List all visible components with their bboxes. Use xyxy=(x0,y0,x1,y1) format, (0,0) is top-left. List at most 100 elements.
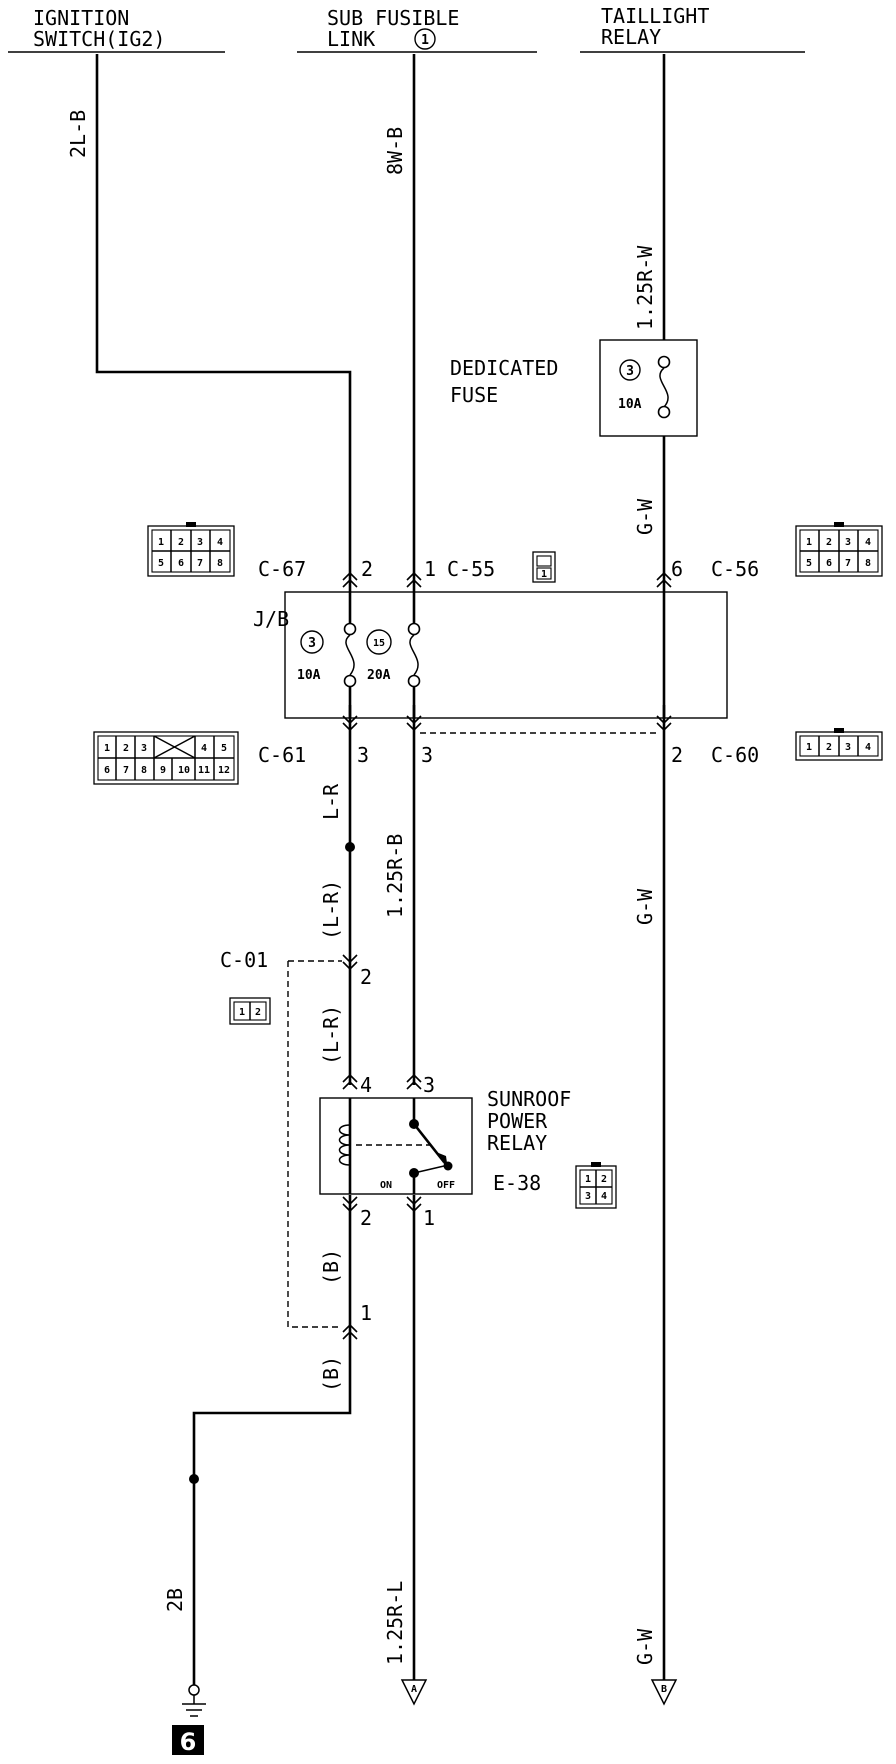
c56-pin: 6 xyxy=(671,557,683,581)
svg-text:3: 3 xyxy=(141,743,147,754)
svg-text:8: 8 xyxy=(865,558,871,569)
c01-pin-bottom: 1 xyxy=(360,1301,372,1325)
wire-label-lr: L-R xyxy=(319,783,343,820)
svg-text:7: 7 xyxy=(123,765,129,776)
c55-name: C-55 xyxy=(447,557,495,581)
c55-pin: 1 xyxy=(424,557,436,581)
relay-pin-bl: 2 xyxy=(360,1206,372,1230)
c67-name: C-67 xyxy=(258,557,306,581)
svg-text:2: 2 xyxy=(601,1174,607,1185)
svg-text:8: 8 xyxy=(217,558,223,569)
svg-text:6: 6 xyxy=(104,765,110,776)
jb-fuse-a-number: 3 xyxy=(308,636,316,651)
relay-pin-tr: 3 xyxy=(423,1073,435,1097)
ignition-label-2: SWITCH(IG2) xyxy=(33,27,165,51)
wire-label-8wb: 8W-B xyxy=(383,127,407,175)
wire-relay-ground xyxy=(192,1195,352,1685)
c01-name: C-01 xyxy=(220,948,268,972)
svg-text:2: 2 xyxy=(123,743,129,754)
ignition-label-1: IGNITION xyxy=(33,6,129,30)
svg-text:5: 5 xyxy=(158,558,164,569)
svg-text:9: 9 xyxy=(160,765,166,776)
svg-text:1: 1 xyxy=(585,1174,591,1185)
relay-off-label: OFF xyxy=(437,1180,455,1191)
wire-label-gw-top: G-W xyxy=(633,498,657,535)
svg-text:1: 1 xyxy=(239,1007,245,1018)
svg-text:2: 2 xyxy=(826,742,832,753)
svg-text:11: 11 xyxy=(198,765,210,776)
jb-fuse-a-amp: 10A xyxy=(297,668,321,683)
wire-label-2b: 2B xyxy=(163,1588,187,1612)
svg-text:5: 5 xyxy=(221,743,227,754)
e38-name: E-38 xyxy=(493,1171,541,1195)
c60-pin: 2 xyxy=(671,743,683,767)
wire-label-b-2: (B) xyxy=(319,1356,343,1392)
splice-dot-1 xyxy=(345,842,355,852)
wire-label-lr-paren-2: (L-R) xyxy=(319,1005,343,1065)
relay-on-label: ON xyxy=(380,1180,392,1191)
svg-text:4: 4 xyxy=(601,1191,607,1202)
svg-text:7: 7 xyxy=(197,558,203,569)
dedicated-fuse-label-2: FUSE xyxy=(450,383,498,407)
svg-text:3: 3 xyxy=(845,537,851,548)
wire-label-125rl: 1.25R-L xyxy=(383,1581,407,1665)
c61-name: C-61 xyxy=(258,743,306,767)
relay-pin-tl: 4 xyxy=(360,1073,372,1097)
svg-text:4: 4 xyxy=(865,537,871,548)
connector-c55: 1 C-55 1 xyxy=(424,551,556,583)
svg-text:8: 8 xyxy=(141,765,147,776)
c55b-pin: 3 xyxy=(421,743,433,767)
svg-text:4: 4 xyxy=(217,537,223,548)
svg-text:1: 1 xyxy=(158,537,164,548)
svg-text:5: 5 xyxy=(806,558,812,569)
sunroof-power-relay: 4 3 2 1 ON OFF SUNROOF POWER RELAY xyxy=(319,1073,571,1230)
connector-e38: E-38 1 2 3 4 xyxy=(493,1162,617,1209)
wire-label-2lb: 2L-B xyxy=(66,110,90,158)
wire-label-gw-mid: G-W xyxy=(633,888,657,925)
svg-text:7: 7 xyxy=(845,558,851,569)
c60-name: C-60 xyxy=(711,743,759,767)
dedicated-fuse-amp: 10A xyxy=(618,397,642,412)
jb-fuse-b-amp: 20A xyxy=(367,668,391,683)
svg-text:6: 6 xyxy=(826,558,832,569)
wire-label-b-1: (B) xyxy=(319,1249,343,1285)
connector-chevrons xyxy=(342,571,672,1340)
splice-dot-2 xyxy=(189,1474,199,1484)
dedicated-fuse-number: 3 xyxy=(626,364,634,379)
svg-text:2: 2 xyxy=(178,537,184,548)
terminal-b: B xyxy=(650,1679,678,1706)
connector-c67: 1 2 3 4 5 6 7 8 C-67 2 xyxy=(147,522,373,581)
connector-c01: C-01 2 1 1 2 xyxy=(220,948,372,1328)
connector-c60: 2 C-60 1 2 3 4 xyxy=(671,728,883,767)
source-sub-fusible-link: SUB FUSIBLE LINK 1 xyxy=(297,6,537,53)
terminal-a: A xyxy=(400,1679,428,1706)
sub-fusible-number: 1 xyxy=(421,33,429,48)
svg-text:1: 1 xyxy=(104,743,110,754)
c01-pin-top: 2 xyxy=(360,965,372,989)
relay-coil-icon xyxy=(338,1124,351,1166)
jb-fuse-b-number: 15 xyxy=(373,638,385,649)
svg-text:6: 6 xyxy=(178,558,184,569)
c67-pin: 2 xyxy=(361,557,373,581)
relay-pin-br: 1 xyxy=(423,1206,435,1230)
source-taillight-relay: TAILLIGHT RELAY xyxy=(580,4,805,53)
wire-label-125rw: 1.25R-W xyxy=(633,245,657,330)
svg-text:3: 3 xyxy=(197,537,203,548)
connector-c56: 6 C-56 1 2 3 4 5 6 7 8 xyxy=(671,522,883,581)
wire-label-gw-bot: G-W xyxy=(633,1628,657,1665)
jb-label: J/B xyxy=(253,607,289,631)
source-ignition-switch: IGNITION SWITCH(IG2) xyxy=(8,6,225,53)
c61-pin: 3 xyxy=(357,743,369,767)
relay-label-1: SUNROOF xyxy=(487,1087,571,1111)
svg-text:4: 4 xyxy=(865,742,871,753)
c56-name: C-56 xyxy=(711,557,759,581)
page-number: 6 xyxy=(180,1728,197,1756)
wire-ignition-feed xyxy=(95,54,352,565)
sub-fusible-label-2: LINK xyxy=(327,27,375,51)
relay-label-3: RELAY xyxy=(487,1131,547,1155)
sub-fusible-label-1: SUB FUSIBLE xyxy=(327,6,459,30)
svg-text:1: 1 xyxy=(806,537,812,548)
terminal-b-label: B xyxy=(661,1684,667,1695)
terminal-a-label: A xyxy=(411,1684,417,1695)
